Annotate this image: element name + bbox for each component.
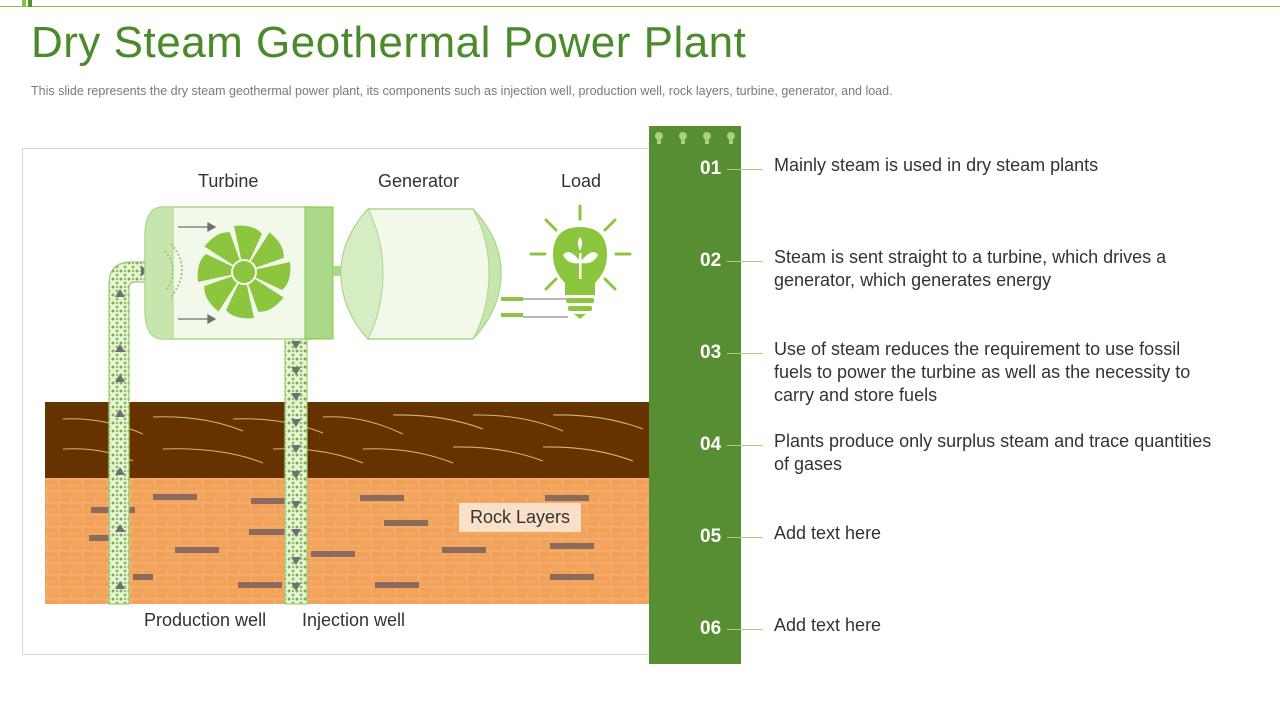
bulb-icon	[655, 132, 663, 144]
turbine-label: Turbine	[198, 171, 259, 191]
step-text: Steam is sent straight to a turbine, whi…	[774, 247, 1167, 290]
steps-bar	[649, 126, 741, 664]
step-connector	[727, 169, 763, 170]
step-connector	[727, 353, 763, 354]
top-accent-mark-dark	[28, 0, 32, 7]
bulb-icon	[703, 132, 711, 144]
production-well-arrows	[115, 289, 125, 589]
diagram-graphic	[45, 204, 663, 605]
step-connector	[727, 537, 763, 538]
slide-subtitle: This slide represents the dry steam geot…	[31, 84, 893, 98]
turbine-fan	[197, 225, 291, 319]
step-text: Mainly steam is used in dry steam plants	[774, 155, 1099, 175]
step-text: Add text here	[774, 523, 882, 543]
soil-layer	[45, 402, 663, 478]
step-number: 02	[700, 250, 722, 271]
rock-layers-label: Rock Layers	[459, 503, 582, 532]
step-text: Use of steam reduces the requirement to …	[774, 339, 1191, 405]
bulb-icon	[679, 132, 687, 144]
step-number: 01	[700, 158, 722, 179]
production-well-label: Production well	[144, 610, 267, 630]
top-rule	[0, 6, 1280, 7]
soil-cracks	[62, 414, 644, 464]
step-connector	[727, 629, 763, 630]
geothermal-diagram: Turbine Generator Load Rock Layers Produ…	[22, 148, 687, 655]
step-text: Plants produce only surplus steam and tr…	[774, 431, 1212, 474]
generator-label: Generator	[378, 171, 460, 191]
turbine-coupling	[304, 206, 334, 340]
step-connector	[727, 445, 763, 446]
injection-well-label: Injection well	[302, 610, 406, 630]
slide-title: Dry Steam Geothermal Power Plant	[31, 18, 747, 67]
step-number: 05	[700, 526, 722, 547]
load-bulb	[529, 204, 632, 319]
step-number: 06	[700, 618, 722, 639]
step-text: Add text here	[774, 615, 882, 635]
step-connector	[727, 261, 763, 262]
step-number: 03	[700, 342, 722, 363]
load-label: Load	[561, 171, 602, 191]
bulb-icon	[727, 132, 735, 144]
step-number: 04	[700, 434, 722, 455]
top-accent-mark	[22, 0, 26, 7]
injection-well-arrows	[291, 341, 301, 591]
